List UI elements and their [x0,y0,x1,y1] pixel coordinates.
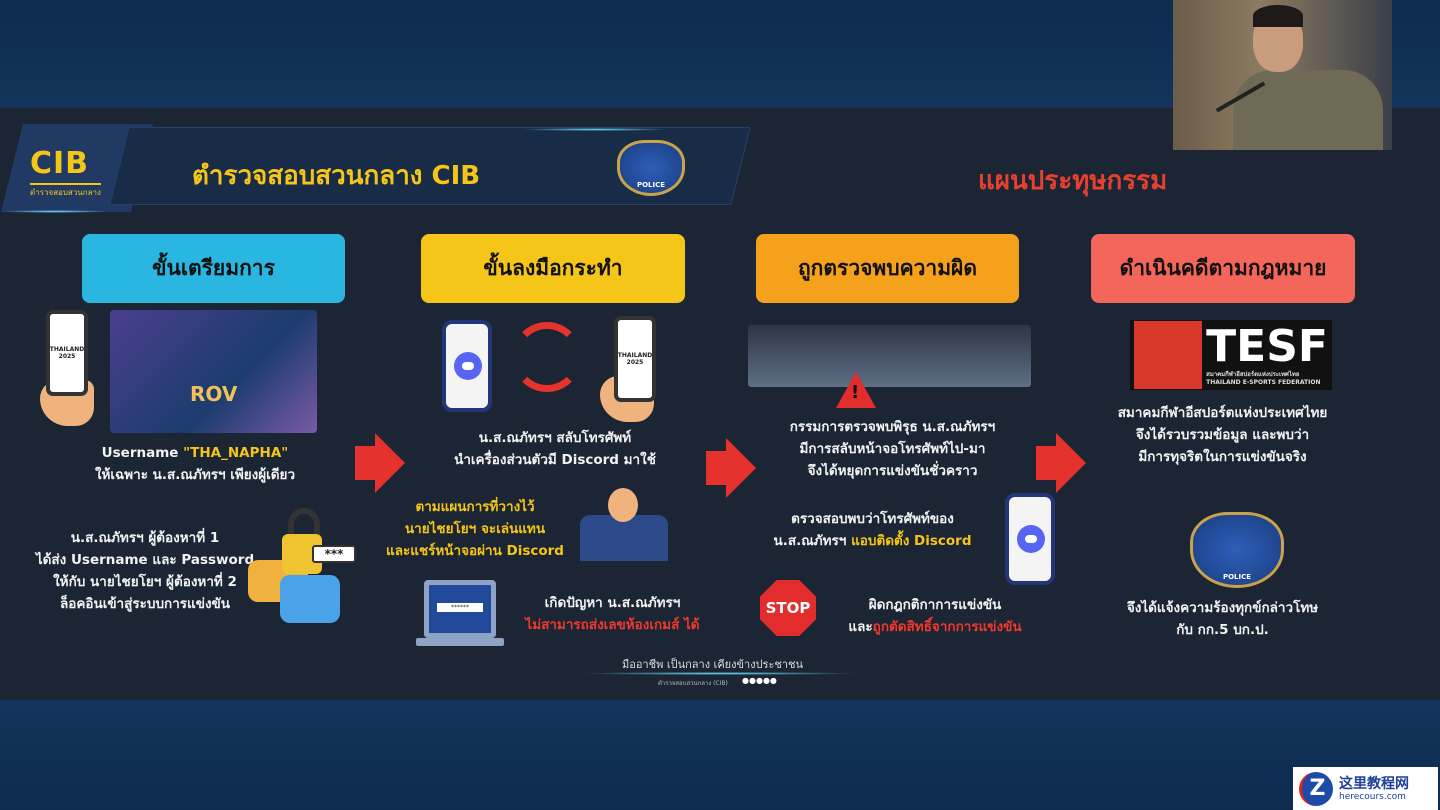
glow-line [0,210,110,213]
arrow-right-icon [355,446,377,480]
police-badge-icon: POLICE [1190,512,1284,588]
footer-slogan: มืออาชีพ เป็นกลาง เคียงข้างประชาชน [622,658,803,671]
presenter-body [1233,70,1383,150]
watermark: Z 这里教程网 herecours.com [1293,767,1438,810]
social-icons: ●●●●● [742,676,777,685]
tesf-mark-icon [1134,321,1203,389]
gamer-illustration [580,515,668,561]
chat-bubble-icon [280,575,340,623]
badge-text: POLICE [636,181,666,189]
disqualified-text: ผิดกฎกติกาการแข่งขันและถูกตัดสิทธิ์จากกา… [848,597,1022,635]
password-field-icon: *** [312,545,356,563]
username-text: Username "THA_NAPHA"ให้เฉพาะ น.ส.ณภัทรฯ … [94,445,296,483]
plan-text: ตามแผนการที่วางไว้นายไชยโยฯ จะเล่นแทนและ… [386,499,564,559]
laptop-base [416,638,504,646]
phone-icon: THAILAND 2025 [614,316,656,402]
tesf-name: TESF [1206,320,1328,372]
footer-subtitle: ตำรวจสอบสวนกลาง (CIB) [658,680,728,687]
stop-sign-icon: STOP [760,580,816,636]
phone-icon: THAILAND 2025 [46,310,88,396]
glow-line [580,672,860,675]
arrow-right-icon [1036,446,1058,480]
discord-phone-icon [1005,493,1055,585]
complaint-text: จึงได้แจ้งความร้องทุกข์กล่าวโทษกับ กก.5 … [1126,600,1319,638]
cib-logo-subtitle: ตำรวจสอบสวนกลาง [30,183,101,199]
swap-arrows-icon [512,322,582,392]
glow-line [520,128,670,131]
page-title: ตำรวจสอบสวนกลาง CIB [192,161,481,191]
arrow-right-icon [706,451,728,485]
problem-text: เกิดปัญหา น.ส.ณภัทรฯไม่สามารถส่งเลขห้องเ… [525,595,700,633]
step-preparation: ขั้นเตรียมการ [82,234,345,303]
rov-game-image: ROV [110,310,317,433]
watermark-logo-icon: Z [1299,771,1333,806]
detection-text: กรรมการตรวจพบพิรุธ น.ส.ณภัทรฯมีการสลับหน… [789,419,996,479]
section-title: แผนประทุษกรรม [978,166,1168,196]
rov-logo: ROV [190,382,238,406]
cib-logo: CIB [30,146,90,181]
phone-swap-text: น.ส.ณภัทรฯ สลับโทรศัพท์นำเครื่องส่วนตัวม… [454,430,656,468]
presenter-webcam [1173,0,1392,150]
warning-mark: ! [851,382,860,403]
watermark-title: 这里教程网 [1339,775,1409,792]
arrow-right-icon [726,438,756,498]
presenter-hair [1253,5,1303,27]
discord-phone-icon [442,320,492,412]
warning-icon [836,372,876,408]
gamer-head [608,488,638,522]
step-prosecution: ดำเนินคดีตามกฎหมาย [1091,234,1355,303]
arrow-right-icon [375,433,405,493]
bottom-background [0,700,1440,810]
tesf-finding-text: สมาคมกีฬาอีสปอร์ตแห่งประเทศไทยจึงได้รวบร… [1117,405,1328,465]
esports-players-image [748,325,1031,387]
step-execution: ขั้นลงมือกระทำ [421,234,685,303]
tesf-sub-en: THAILAND E-SPORTS FEDERATION [1206,378,1321,386]
tesf-logo: TESF สมาคมกีฬาอีสปอร์ตแห่งประเทศไทย THAI… [1130,320,1332,390]
discord-found-text: ตรวจสอบพบว่าโทรศัพท์ของน.ส.ณภัทรฯ แอบติด… [773,511,972,549]
police-badge-icon: POLICE [617,140,685,196]
tesf-sub-th: สมาคมกีฬาอีสปอร์ตแห่งประเทศไทย [1206,370,1300,378]
arrow-right-icon [1056,433,1086,493]
laptop-icon: ****** [424,580,496,638]
padlock-icon [288,508,320,540]
watermark-url: herecours.com [1339,791,1406,802]
step-detected: ถูกตรวจพบความผิด [756,234,1019,303]
